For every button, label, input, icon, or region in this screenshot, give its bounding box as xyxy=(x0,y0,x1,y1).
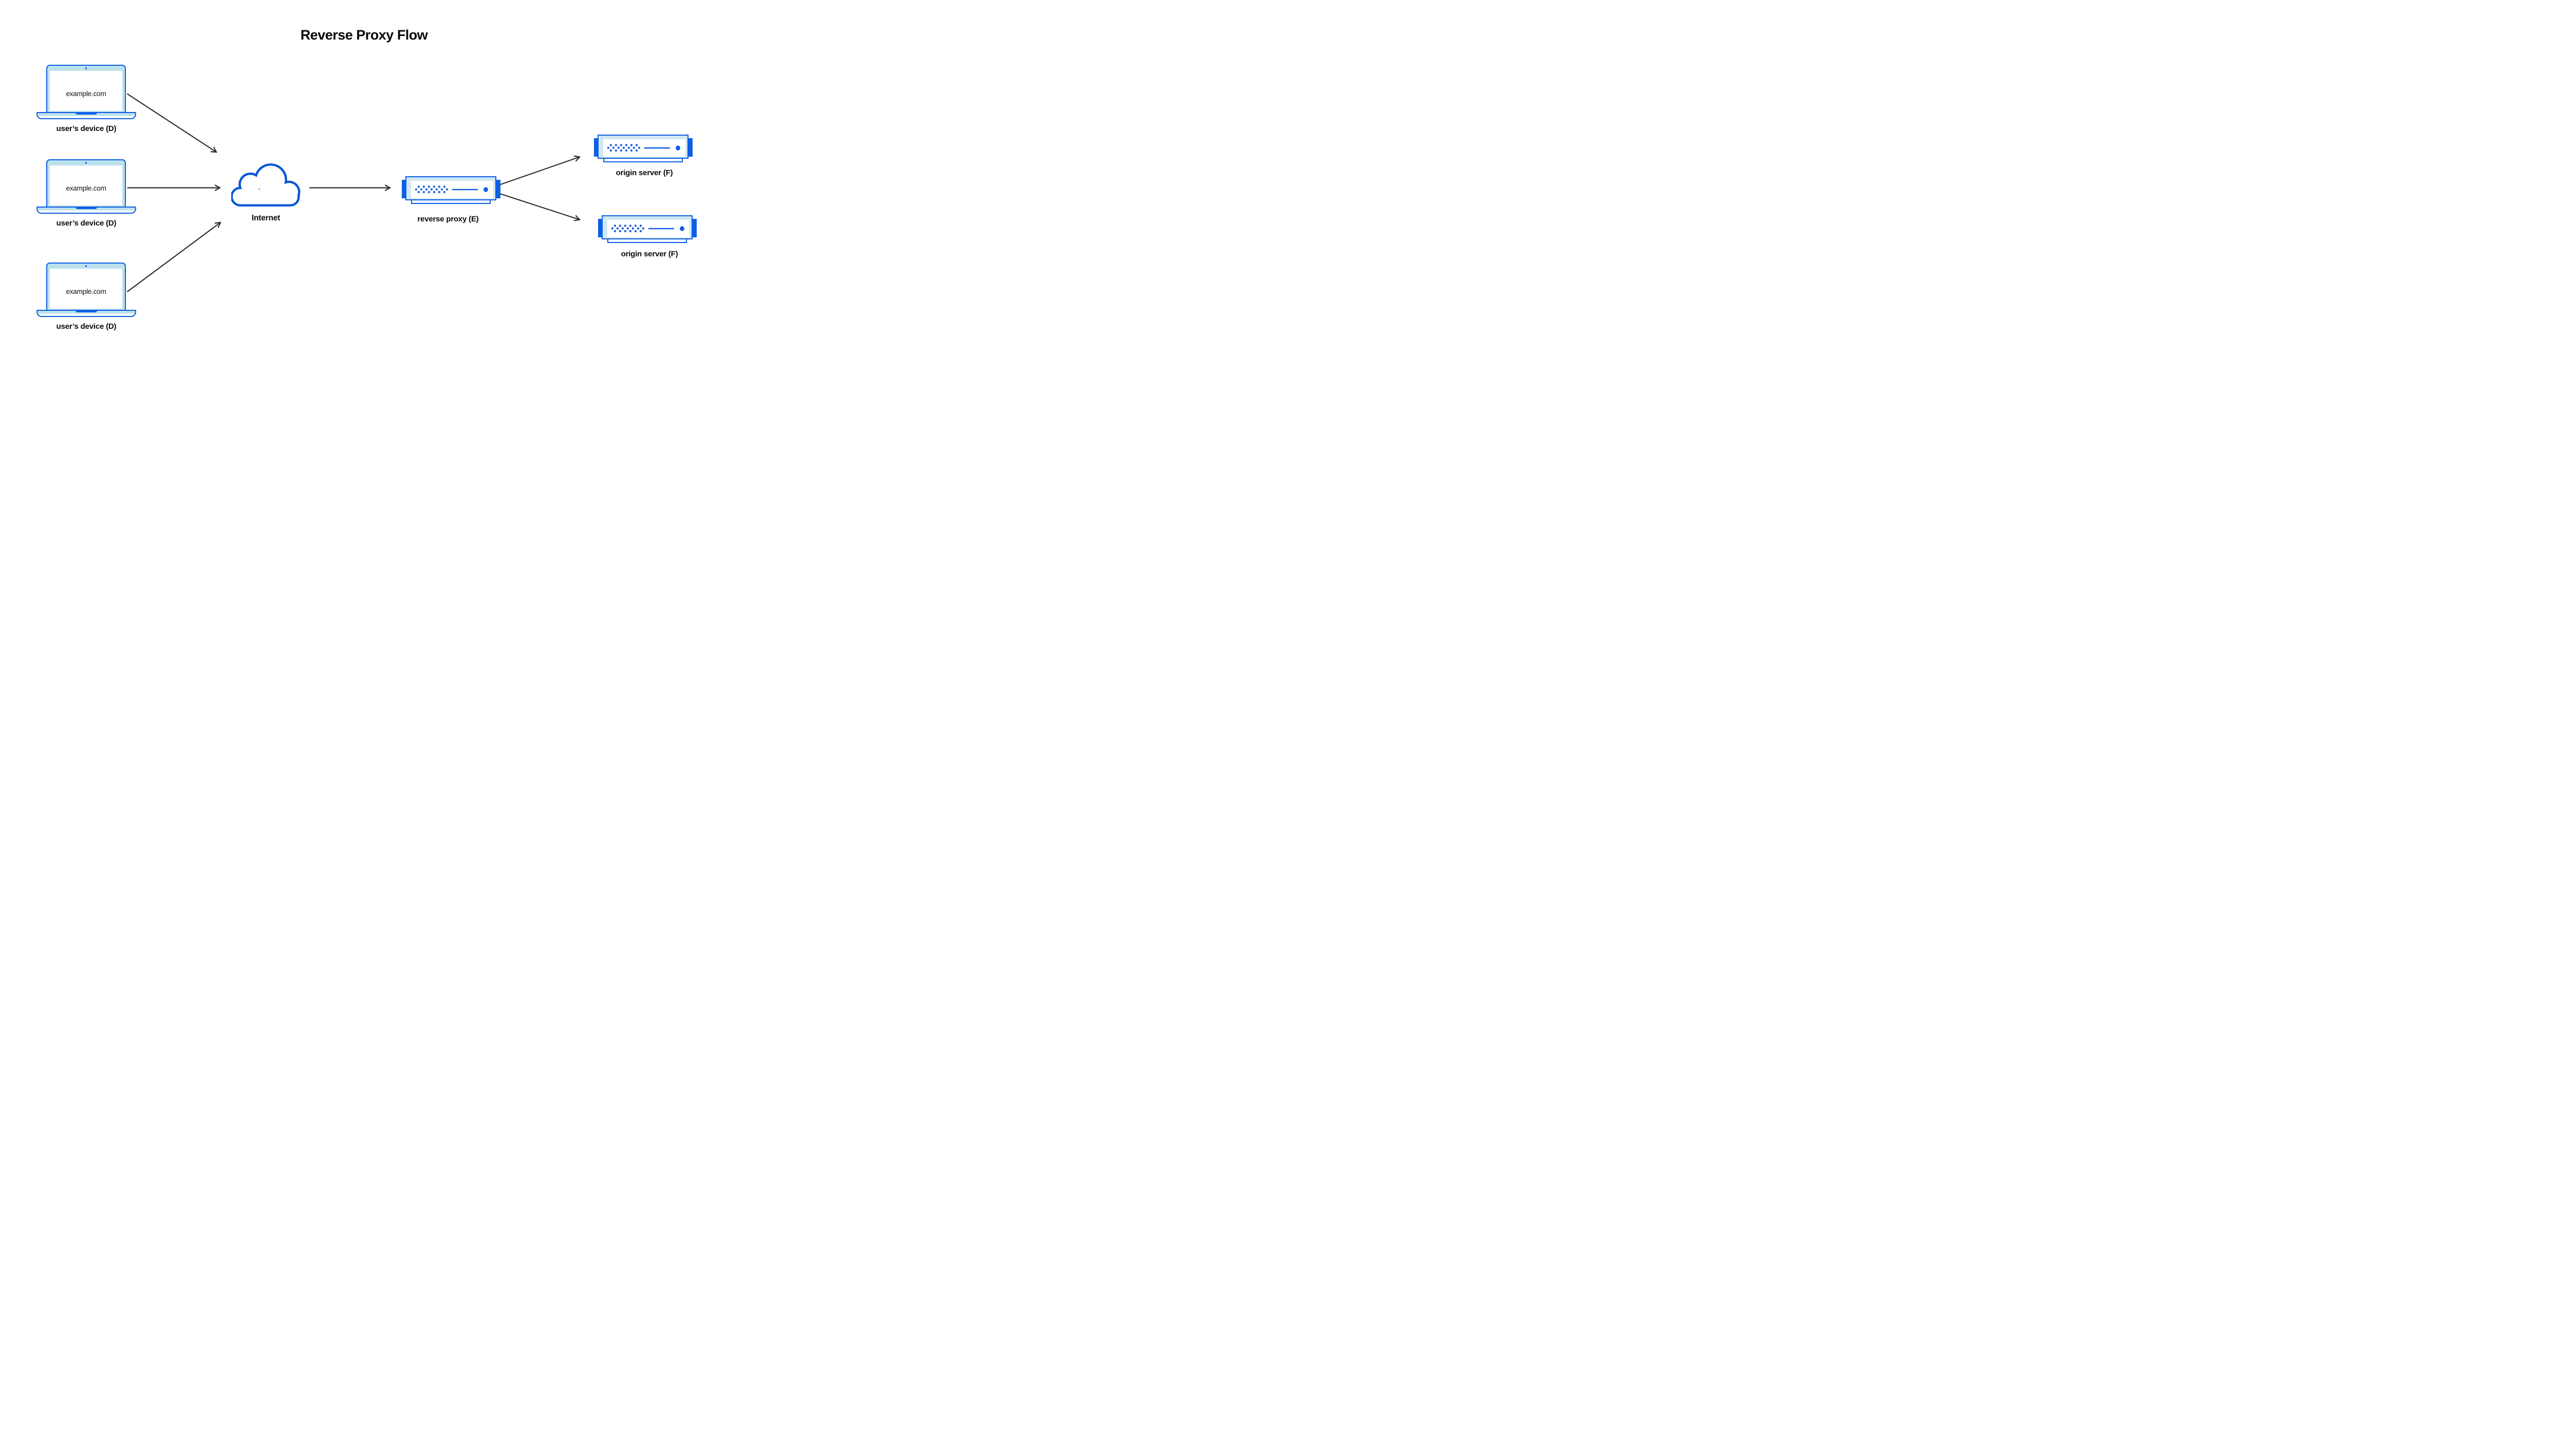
arrow-device1-to-internet xyxy=(126,93,217,153)
server-face-detail-icon xyxy=(607,144,680,152)
server-face-detail-icon xyxy=(415,185,488,193)
server-face xyxy=(603,139,685,157)
origin-server-1-node: origin server (F) xyxy=(594,135,693,177)
laptop-base xyxy=(36,112,136,119)
server-face-detail-icon xyxy=(611,225,684,232)
laptop-notch xyxy=(76,310,97,312)
server-face xyxy=(411,181,493,198)
server-tab-right xyxy=(692,219,697,237)
server-tab-left xyxy=(402,180,406,198)
internet-label: Internet xyxy=(251,214,281,222)
screen-url-text: example.com xyxy=(66,288,106,295)
screen-url-text: example.com xyxy=(66,184,106,192)
laptop-screen: example.com xyxy=(50,71,122,111)
origin-server-2-node: origin server (F) xyxy=(598,215,697,258)
server-icon xyxy=(602,215,693,239)
device-label: user’s device (D) xyxy=(56,124,117,133)
diagram-canvas: Reverse Proxy Flow example.com user’s de… xyxy=(0,0,728,364)
camera-dot-icon xyxy=(85,162,87,164)
internet-node: Internet xyxy=(230,163,301,222)
laptop-icon: example.com xyxy=(46,263,126,311)
origin-server-label: origin server (F) xyxy=(621,250,678,258)
laptop-screen: example.com xyxy=(50,269,122,309)
laptop-base xyxy=(36,207,136,214)
camera-dot-icon xyxy=(85,67,87,69)
device-label: user’s device (D) xyxy=(56,219,117,228)
server-icon xyxy=(405,176,496,200)
server-tab-left xyxy=(598,219,603,237)
server-tab-right xyxy=(688,138,693,157)
server-face xyxy=(607,220,690,237)
laptop-icon: example.com xyxy=(46,159,126,208)
camera-dot-icon xyxy=(85,265,87,267)
origin-server-label: origin server (F) xyxy=(616,169,673,177)
reverse-proxy-node: reverse proxy (E) xyxy=(402,176,500,223)
laptop-notch xyxy=(76,207,97,209)
cloud-icon xyxy=(230,163,301,207)
server-icon xyxy=(598,135,688,159)
arrow-proxy-to-origin1 xyxy=(498,155,581,186)
screen-url-text: example.com xyxy=(66,90,106,98)
device-label: user’s device (D) xyxy=(56,322,117,331)
laptop-base xyxy=(36,310,136,317)
server-tab-left xyxy=(594,138,599,157)
reverse-proxy-label: reverse proxy (E) xyxy=(417,215,479,223)
server-tab-right xyxy=(496,180,500,198)
laptop-screen: example.com xyxy=(50,165,122,206)
diagram-title: Reverse Proxy Flow xyxy=(300,27,428,43)
arrow-proxy-to-origin2 xyxy=(498,192,581,221)
laptop-icon: example.com xyxy=(46,65,126,113)
laptop-notch xyxy=(76,113,97,115)
arrow-device3-to-internet xyxy=(126,221,221,292)
